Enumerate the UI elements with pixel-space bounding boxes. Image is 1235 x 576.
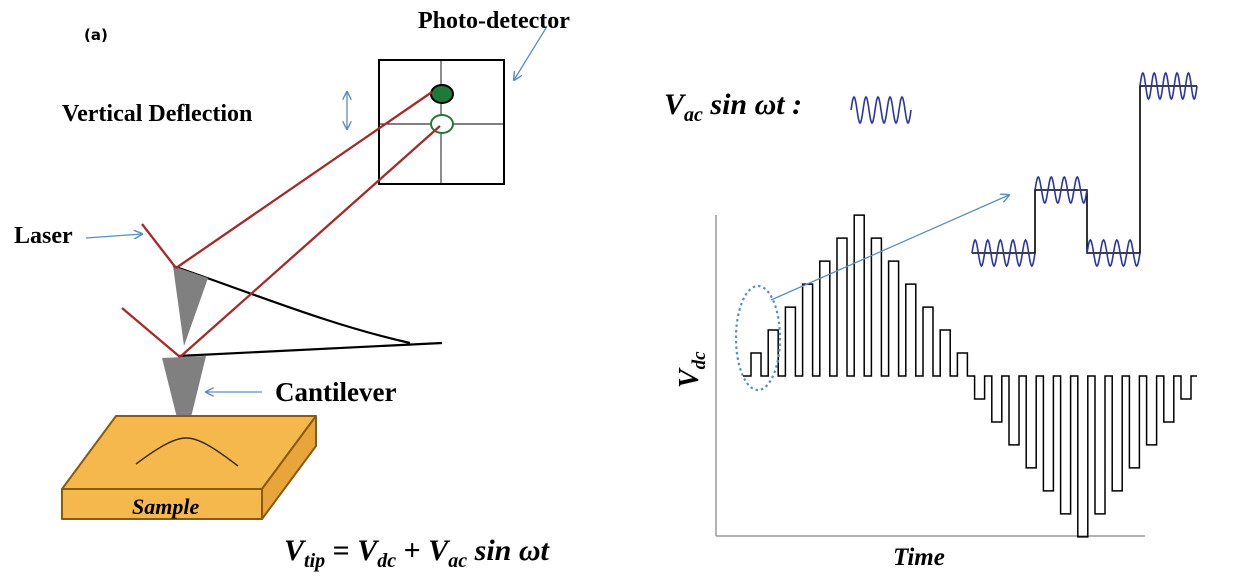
photodetector-pointer-arrow: [514, 27, 547, 80]
vdc-pulse-trace: [743, 214, 1197, 538]
laser-beams: [121, 91, 441, 358]
vac-equation: Vac sin ωt :: [664, 88, 802, 126]
x-axis-label: Time: [893, 544, 945, 571]
zoom-highlight-ellipse: [734, 284, 782, 392]
sample-surface-bump: [135, 437, 239, 467]
sample-block: [61, 415, 317, 520]
tip-upper-state: [173, 266, 208, 346]
tip-lower-state: [162, 356, 206, 446]
photodetector-label: Photo-detector: [418, 8, 570, 34]
zoom-step-trace: [972, 85, 1197, 254]
sample-label: Sample: [132, 494, 199, 519]
laser-label: Laser: [14, 223, 73, 249]
zoom-callout-arrow: [770, 195, 1009, 301]
detector-spot-deflected: [430, 84, 454, 104]
vac-sine-wave: [850, 95, 912, 125]
cantilever-lower: [177, 341, 443, 358]
y-axis-label: Vdc: [674, 351, 710, 388]
vtip-equation: Vtip = Vdc + Vac sin ωt: [284, 534, 551, 572]
zoom-sine-trace: [971, 71, 1198, 268]
cantilever-label: Cantilever: [275, 377, 396, 407]
vertical-deflection-label: Vertical Deflection: [62, 101, 252, 127]
laser-pointer-arrow: [85, 234, 142, 238]
panel-label: (a): [84, 26, 108, 44]
